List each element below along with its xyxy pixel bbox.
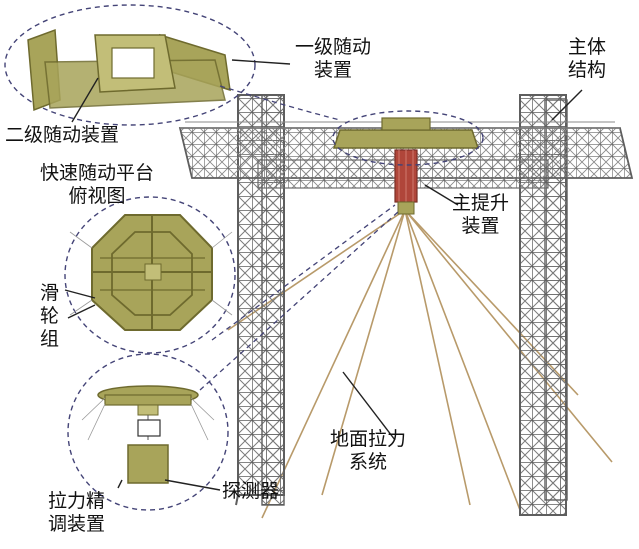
platform-cables	[69, 231, 233, 316]
label-detector: 探测器	[222, 480, 280, 502]
leader-lines	[64, 59, 583, 491]
ellipse-level-follow	[4, 4, 256, 126]
left-tower-side	[261, 94, 285, 506]
ground-cables	[227, 209, 613, 519]
cable-4	[404, 209, 521, 511]
cable-1	[261, 209, 406, 519]
ellipse-detector	[67, 353, 229, 511]
callout-ellipses	[4, 4, 484, 511]
label-level2-follow: 二级随动装置	[5, 124, 120, 146]
ellipse-top-device	[332, 110, 484, 166]
inset-connectors	[199, 85, 399, 391]
right-tower-side	[544, 99, 568, 501]
label-ground-tension: 地面拉力 系统	[330, 428, 407, 473]
label-pulley-group: 滑 轮 组	[40, 282, 60, 350]
inset-platform	[69, 214, 233, 331]
cable-7	[404, 209, 471, 506]
cable-6	[404, 209, 613, 463]
detector-box	[127, 444, 169, 484]
level1-follow-device	[332, 117, 480, 149]
cable-2	[321, 209, 406, 496]
label-tension-adjust: 拉力精 调装置	[48, 490, 106, 535]
label-level1-follow: 一级随动 装置	[295, 36, 372, 81]
left-tower-leg	[235, 494, 239, 506]
label-main-structure: 主体 结构	[568, 36, 607, 81]
ellipse-platform	[64, 196, 236, 354]
label-fast-platform: 快速随动平台 俯视图	[40, 162, 155, 207]
inset-follow-devices	[27, 28, 231, 112]
main-hoist-device	[394, 149, 418, 215]
tension-adjust-box	[137, 419, 161, 437]
left-tower	[235, 94, 285, 506]
label-main-hoist: 主提升 装置	[452, 192, 510, 237]
inset-detector	[81, 385, 215, 484]
